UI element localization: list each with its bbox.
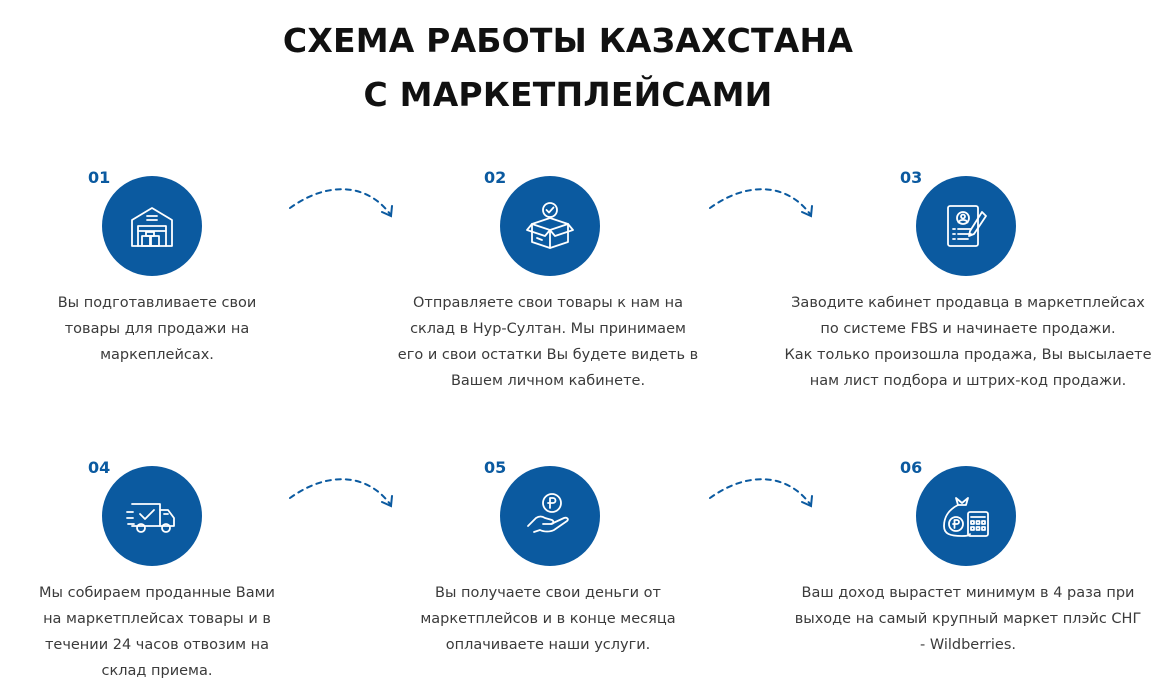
dashed-arrow-icon: [289, 188, 393, 218]
step-description: Заводите кабинет продавца в маркетплейса…: [784, 295, 1152, 389]
step-number: 05: [484, 458, 507, 477]
delivery-truck-icon: [126, 503, 175, 533]
step-icon-circle: [500, 466, 600, 566]
step-description: Мы собираем проданные Вами на маркетплей…: [39, 585, 275, 679]
dashed-arrow-icon: [709, 478, 813, 508]
step-number: 06: [900, 458, 923, 477]
page-title: СХЕМА РАБОТЫ КАЗАХСТАНА С МАРКЕТПЛЕЙСАМИ: [0, 14, 1136, 122]
step-description: Вы подготавливаете свои товары для прода…: [57, 295, 257, 363]
step-description: Ваш доход вырастет минимум в 4 раза при …: [794, 585, 1142, 653]
dashed-arrow-icon: [289, 478, 393, 508]
title-line-1: СХЕМА РАБОТЫ КАЗАХСТАНА: [282, 21, 854, 60]
box-check-icon: [526, 202, 574, 249]
step-icon-circle: [102, 176, 202, 276]
step-number: 01: [88, 168, 111, 187]
step-description: Вы получаете свои деньги от маркетплейсо…: [420, 585, 676, 653]
step-description: Отправляете свои товары к нам на склад в…: [397, 295, 699, 389]
title-line-2: С МАРКЕТПЛЕЙСАМИ: [363, 75, 773, 114]
money-bag-calculator-icon: [943, 497, 989, 537]
seller-profile-document-icon: [947, 205, 987, 247]
hand-ruble-coin-icon: [527, 493, 569, 533]
step-icon-circle: [916, 176, 1016, 276]
step-number: 02: [484, 168, 507, 187]
step-icon-circle: [916, 466, 1016, 566]
dashed-arrow-icon: [709, 188, 813, 218]
step-icon-circle: [102, 466, 202, 566]
warehouse-icon: [131, 207, 173, 247]
step-number: 03: [900, 168, 923, 187]
step-icon-circle: [500, 176, 600, 276]
step-number: 04: [88, 458, 111, 477]
